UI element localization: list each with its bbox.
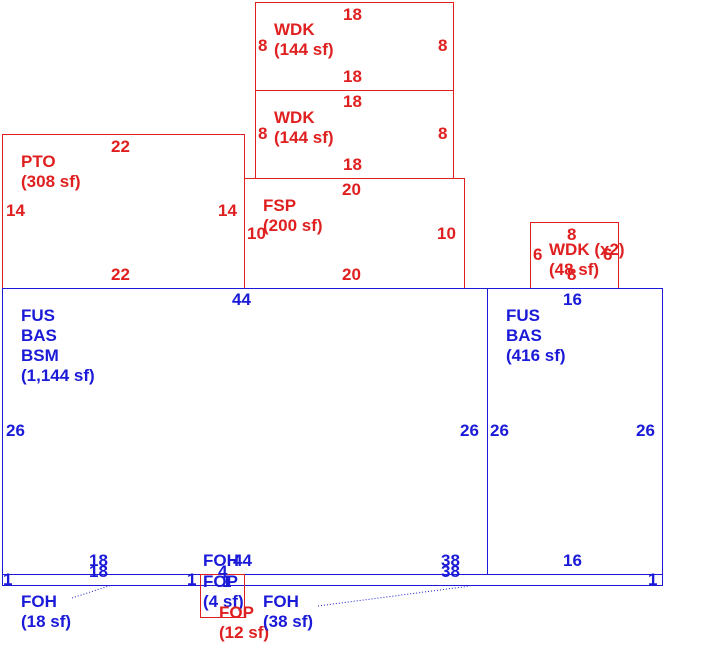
east-dim-right: 26 [636,421,655,440]
foh-left-area-label: (18 sf) [21,612,72,631]
main-dim-right: 26 [460,421,479,440]
wdk-mid-code: WDK [274,108,315,127]
pto-dim-top: 22 [111,137,130,156]
pto-dim-right: 14 [218,201,237,220]
foh-mid-code: FOH [203,551,239,570]
fsp-area-label: (200 sf) [263,216,323,235]
foh-right-leader [317,585,471,607]
fsp-code: FSP [263,196,297,215]
east-area-label: (416 sf) [506,346,566,365]
foh-left-dim-top: 18 [89,562,108,581]
east-code-2: BAS [506,326,542,345]
foh-mid-dim-top: 4 [218,562,228,581]
fop-small-dim-left: 1 [222,572,232,591]
fop-area-label: (12 sf) [219,623,270,642]
wdk-top-dim-bottom: 18 [343,67,362,86]
wdk-mid-dim-top: 18 [343,92,362,111]
fop-code: FOP [219,603,254,622]
foh-right-code: FOH [263,592,299,611]
east-dim-top: 16 [563,290,582,309]
wdk-small-area-label: (48 sf) [549,260,600,279]
wdk-top-code: WDK [274,20,315,39]
pto-area-label: (308 sf) [21,172,81,191]
fsp-dim-left: 10 [247,224,266,243]
wdk-small-code: WDK (x2) [549,240,625,259]
fsp-dim-right: 10 [437,224,456,243]
wdk-top-dim-right: 8 [438,36,448,55]
wdk-mid-dim-left: 8 [258,124,268,143]
wdk-mid-area-label: (144 sf) [274,128,334,147]
main-code-2: BAS [21,326,57,345]
wdk-top-dim-top: 18 [343,5,362,24]
main-dim-bottom-2: 44 [233,551,252,570]
east-code-1: FUS [506,306,540,325]
pto-code: PTO [21,152,56,171]
wdk-top-dim-left: 8 [258,36,268,55]
main-dim-bottom: 18 [89,551,108,570]
foh-right-dim-top: 38 [441,562,460,581]
main-code-3: BSM [21,346,59,365]
pto-dim-bottom: 22 [111,265,130,284]
fop-small-code: FOP [203,572,238,591]
foh-right-area-label: (38 sf) [263,612,314,631]
wdk-mid-dim-bottom: 18 [343,155,362,174]
foh-left-dim-left: 1 [3,570,13,589]
main-dim-left: 26 [6,421,25,440]
foh-left-leader [71,584,113,599]
foh-left-dim-right: 1 [187,570,197,589]
east-dim-left: 26 [490,421,509,440]
foh-left-code: FOH [21,592,57,611]
wdk-small-dim-right: 6 [603,245,613,264]
fsp-dim-bottom: 20 [342,265,361,284]
main-code-1: FUS [21,306,55,325]
wdk-small-dim-left: 6 [533,245,543,264]
wdk-small-dim-top: 8 [567,225,577,244]
main-area-label: (1,144 sf) [21,366,95,385]
foh-right-dim-right: 1 [648,570,658,589]
main-dim-bottom-3: 38 [441,551,460,570]
pto-dim-left: 14 [6,201,25,220]
foh-strip [2,574,663,586]
fop-small-area-label: (4 sf) [203,592,244,611]
east-dim-bottom: 16 [563,551,582,570]
fsp-dim-top: 20 [342,180,361,199]
wdk-small-dim-bottom: 8 [567,265,577,284]
wdk-mid-dim-right: 8 [438,124,448,143]
fop-area [200,574,245,618]
wdk-top-area-label: (144 sf) [274,40,334,59]
main-dim-top: 44 [232,290,251,309]
